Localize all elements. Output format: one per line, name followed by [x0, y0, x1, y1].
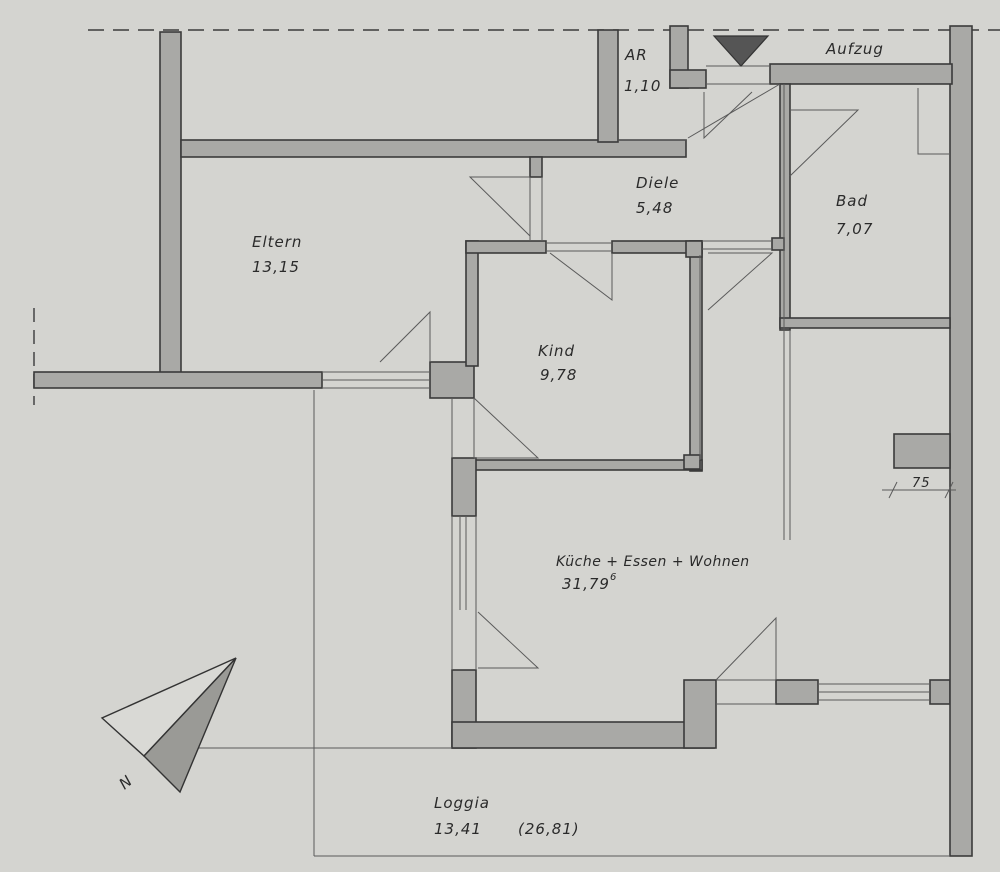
room-eltern-area: 13,15 — [252, 258, 300, 276]
wall-diele-stub — [529, 156, 543, 178]
north-label: N — [116, 771, 137, 793]
room-aufzug-name: Aufzug — [825, 40, 884, 58]
room-eltern-name: Eltern — [252, 233, 302, 251]
wall-ar-left — [597, 29, 619, 143]
room-loggia-area-total: (26,81) — [518, 820, 580, 838]
wall-kind-bottom — [473, 459, 703, 471]
wall-aufzug — [769, 63, 953, 85]
door-eltern — [379, 310, 431, 363]
wall-bad-left — [779, 83, 791, 331]
door-kind-west — [473, 397, 540, 459]
room-diele-name: Diele — [636, 174, 679, 192]
room-diele-area: 5,48 — [636, 199, 673, 217]
wall-left-vertical — [159, 31, 182, 388]
wall-kind-top-left — [465, 240, 547, 254]
wall-kind-left — [465, 240, 479, 367]
door-bad-shaft — [917, 88, 950, 155]
wall-ar-corner — [669, 69, 707, 89]
door-bad — [789, 109, 860, 177]
room-loggia-name: Loggia — [434, 794, 490, 812]
room-kueche-area: 31,79 — [562, 575, 610, 593]
wall-bad-corner — [771, 237, 785, 251]
room-ar-name: AR — [624, 46, 648, 64]
wall-pier-west — [451, 457, 477, 517]
door-kueche — [707, 252, 774, 311]
wall-kueche-bottom — [451, 721, 715, 749]
north-arrow-icon — [100, 657, 237, 794]
door-ar — [703, 91, 753, 140]
wall-east — [949, 25, 973, 857]
room-kind-name: Kind — [538, 342, 575, 360]
door-kueche-west — [477, 611, 540, 669]
wall-chimney — [893, 433, 951, 469]
wall-pier-eltern — [429, 361, 475, 399]
wall-kind-corner — [685, 240, 703, 258]
room-kueche-superscript: 6 — [610, 572, 617, 583]
wall-kind-se-corner — [683, 454, 701, 470]
triangle-entrance-icon — [712, 35, 770, 67]
door-kind — [549, 252, 613, 302]
room-kueche-name: Küche + Essen + Wohnen — [556, 554, 750, 570]
wall-pier-loggia — [775, 679, 819, 705]
door-loggia — [715, 616, 777, 681]
wall-eltern-bottom — [33, 371, 323, 389]
room-loggia-area: 13,41 — [434, 820, 482, 838]
room-bad-area: 7,07 — [836, 220, 873, 238]
room-ar-area: 1,10 — [624, 77, 661, 95]
room-labels: AR 1,10 Aufzug Diele 5,48 Bad 7,07 Elter… — [252, 40, 931, 838]
wall-eltern-top — [180, 139, 687, 158]
thin-lines — [196, 65, 956, 857]
wall-bad-bottom — [779, 317, 951, 329]
room-kind-area: 9,78 — [540, 366, 577, 384]
door-eltern-diele — [468, 176, 531, 237]
room-bad-name: Bad — [836, 192, 868, 210]
wall-pier-east — [929, 679, 951, 705]
wall-kueche-se — [683, 679, 717, 749]
dimension-label: 75 — [912, 476, 931, 491]
